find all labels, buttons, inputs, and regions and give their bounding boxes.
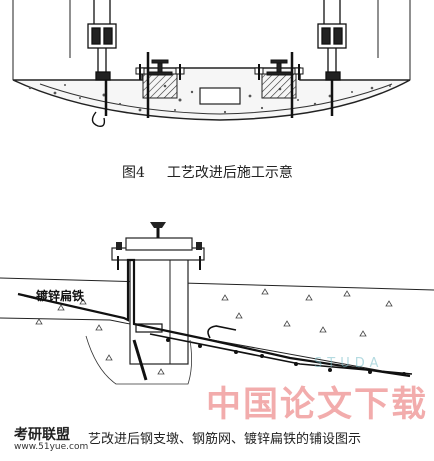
left-crane-hanger [87,0,117,81]
figure-4-title: 工艺改进后施工示意 [166,165,293,181]
watermark-url: www.51yue.com [14,442,89,452]
rebar-hook [207,325,237,339]
watermark-english: STUDA [314,356,384,371]
footing-outline [85,335,192,385]
right-hatched-block [261,73,297,99]
figure-5-caption: 艺改进后钢支墩、钢筋网、镀锌扁铁的铺设图示 [88,432,362,447]
vertical-steel-rods [104,52,334,118]
right-rail [254,59,304,80]
trough-inner-curve [39,83,393,115]
right-bolt [196,242,202,250]
figure-4-caption: 图4 工艺改进后施工示意 [122,162,293,182]
galvanized-strip-label: 镀锌扁铁 [36,289,85,303]
left-hook [91,111,106,128]
watermark-chinese: 中国论文下载 [206,385,429,425]
steel-pier-body [129,255,189,365]
left-rail [135,59,185,80]
right-crane-hanger [317,0,347,81]
galvanized-strip [17,258,411,378]
rebar-dowel [132,339,148,381]
label-leader [23,295,41,301]
central-recess [199,87,241,105]
watermark-site-name: 考研联盟 [14,427,70,443]
figure-5-diagram [0,222,434,385]
ground-top-line [0,277,434,291]
figure-4-number: 图4 [122,165,145,181]
left-bolt [116,242,122,250]
rail-head [150,222,166,228]
pier-top-cap [125,237,193,251]
ballast-marks [35,288,393,375]
figure-4-diagram [12,0,411,128]
rebar-dots [166,338,406,376]
